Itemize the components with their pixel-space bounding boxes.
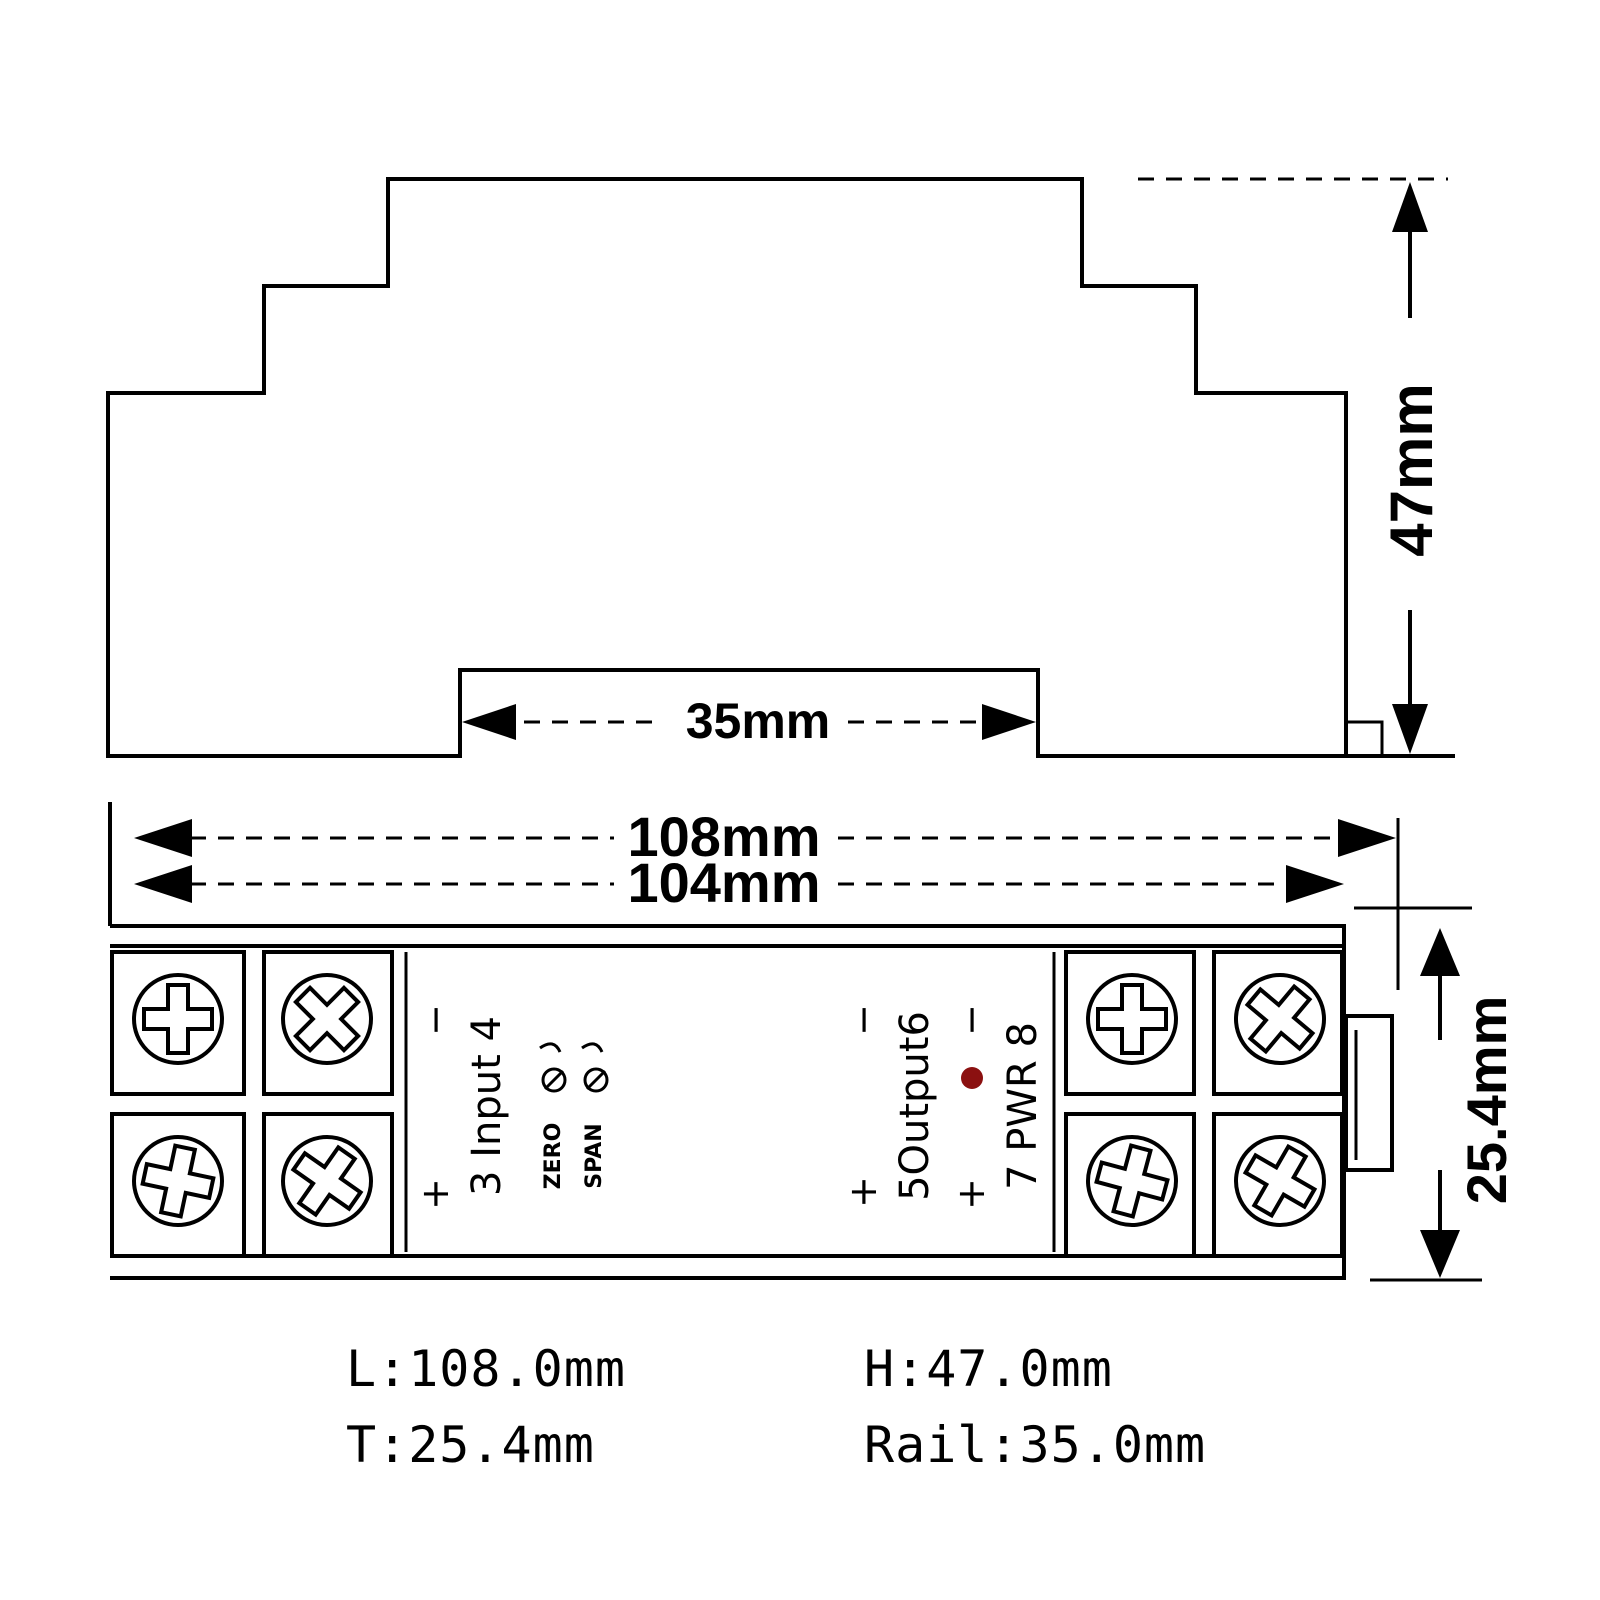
input-minus-label: −: [413, 1004, 457, 1036]
screw-icon: [281, 1135, 373, 1227]
terminal-block-left: [110, 950, 1344, 1258]
thickness-arrow-bottom: [1420, 1230, 1460, 1278]
spec-length: L:108.0mm: [346, 1340, 626, 1398]
rail-arrow-left: [462, 704, 516, 740]
output-labels: − + 5Output6 − + 7 PWR 8: [841, 1004, 1046, 1210]
pwr-minus-label: −: [949, 1004, 993, 1036]
screw-icon: [1086, 1135, 1178, 1227]
zero-pot-icon: [541, 1067, 567, 1093]
zero-label: ZERO: [541, 1123, 566, 1190]
screws: [132, 973, 1326, 1227]
height-dimension: 47mm: [1138, 177, 1448, 754]
thickness-dimension: 25.4mm: [1354, 906, 1518, 1282]
potentiometers: [539, 1042, 609, 1093]
front-outline: [110, 924, 1346, 1280]
length-dimensions: 108mm 104mm: [108, 802, 1400, 990]
zero-arrow-icon: [539, 1042, 562, 1053]
span-arrow-icon: [581, 1042, 604, 1053]
output-plus-label: +: [841, 1176, 885, 1208]
height-arrow-top: [1392, 182, 1428, 232]
screw-icon: [1234, 973, 1326, 1065]
length-108-label: 108mm: [627, 805, 820, 868]
height-label: 47mm: [1378, 383, 1445, 556]
length-108-arrow-right: [1338, 819, 1396, 857]
spec-height: H:47.0mm: [864, 1340, 1113, 1398]
screw-icon: [1086, 973, 1178, 1065]
screw-icon: [281, 973, 373, 1065]
length-104-arrow-left: [134, 865, 192, 903]
length-108-arrow-left: [134, 819, 192, 857]
input-plus-label: +: [413, 1178, 457, 1210]
height-arrow-bottom: [1392, 704, 1428, 754]
spec-summary: L:108.0mm H:47.0mm T:25.4mm Rail:35.0mm: [346, 1340, 1206, 1474]
span-label: SPAN: [582, 1123, 607, 1188]
screw-icon: [132, 973, 224, 1065]
pwr-plus-label: +: [949, 1178, 993, 1210]
rail-dimension: 35mm: [462, 693, 1036, 749]
output-label: 5Output6: [892, 1011, 938, 1201]
thickness-label: 25.4mm: [1455, 996, 1518, 1205]
side-latch: [1344, 1014, 1394, 1172]
screw-icon: [1234, 1135, 1326, 1227]
length-104-label: 104mm: [627, 851, 820, 914]
span-pot-icon: [583, 1067, 609, 1093]
spec-rail: Rail:35.0mm: [864, 1416, 1206, 1474]
front-body: [110, 924, 1394, 1280]
rail-clip: [1344, 720, 1384, 758]
rail-arrow-right: [982, 704, 1036, 740]
spec-thickness: T:25.4mm: [346, 1416, 595, 1474]
thickness-arrow-top: [1420, 928, 1460, 976]
side-profile: [106, 177, 1455, 758]
pwr-label: 7 PWR 8: [1000, 1022, 1046, 1190]
power-led-icon: [961, 1067, 983, 1089]
output-minus-label: −: [841, 1004, 885, 1036]
terminal-labels: − + 3 Input 4 ZERO SPAN: [413, 1004, 607, 1210]
input-label: 3 Input 4: [464, 1016, 510, 1196]
screw-icon: [132, 1135, 224, 1227]
rail-width-label: 35mm: [686, 693, 831, 749]
housing-outline: [106, 177, 1348, 758]
length-104-arrow-right: [1286, 865, 1344, 903]
